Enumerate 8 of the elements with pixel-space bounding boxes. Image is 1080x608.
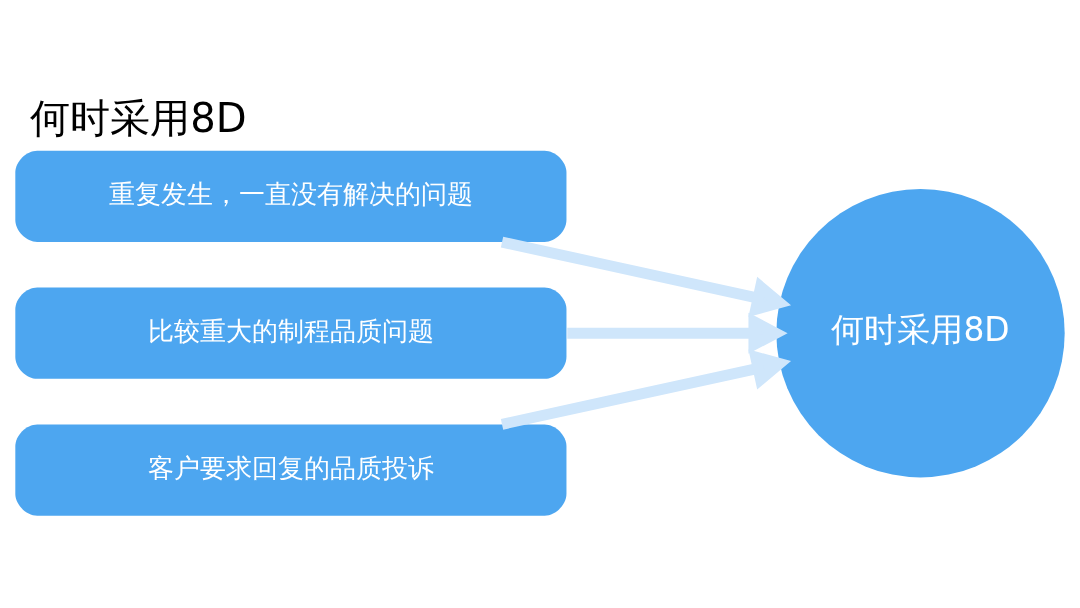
arrow bbox=[500, 349, 792, 430]
arrow bbox=[500, 236, 792, 317]
node-circle: 何时采用8D bbox=[776, 189, 1065, 478]
diagram-title: 何时采用8D bbox=[30, 94, 247, 141]
node-box: 比较重大的制程品质问题 bbox=[15, 287, 567, 379]
arrow bbox=[567, 312, 788, 354]
node-box: 重复发生，一直没有解决的问题 bbox=[15, 150, 567, 242]
node-box: 客户要求回复的品质投诉 bbox=[15, 424, 567, 516]
